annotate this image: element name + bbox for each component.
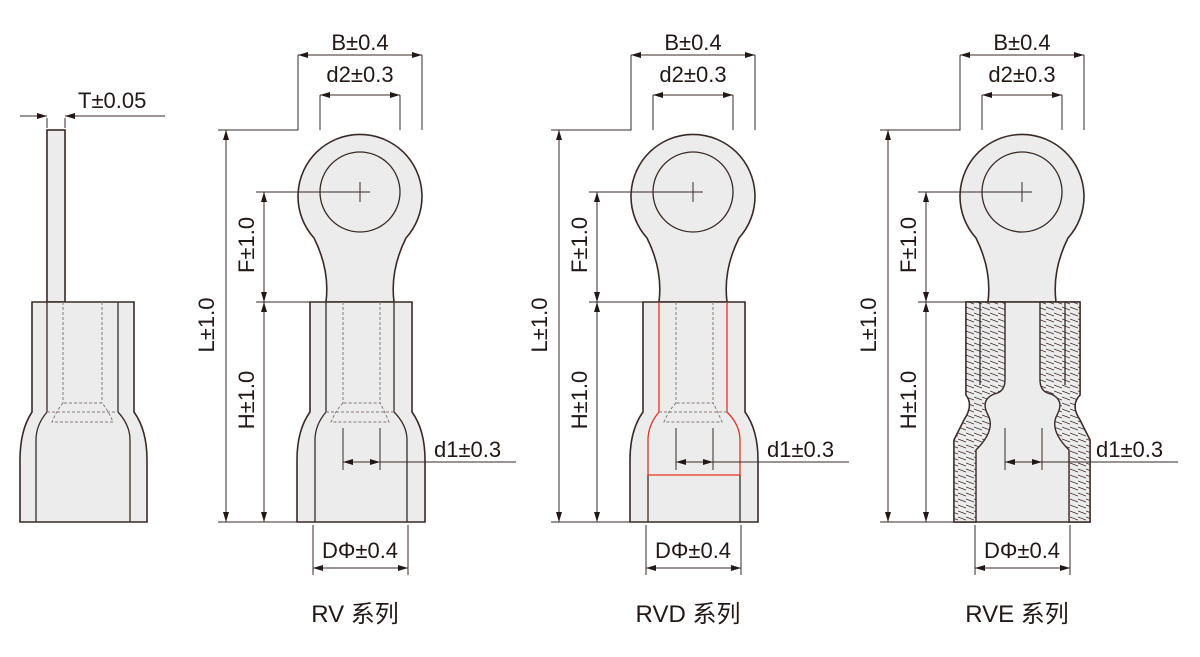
metal-sleeve xyxy=(647,302,741,476)
thickness-label: T±0.05 xyxy=(78,88,146,113)
series-caption: RV 系列 xyxy=(311,601,399,628)
dim-d1: d1±0.3 xyxy=(767,437,834,462)
dim-f: F±1.0 xyxy=(567,217,592,273)
series-caption: RVD 系列 xyxy=(636,601,741,628)
dim-f: F±1.0 xyxy=(234,217,259,273)
dim-l: L±1.0 xyxy=(527,298,552,353)
side-view: T±0.05 xyxy=(19,88,165,523)
dim-b: B±0.4 xyxy=(993,30,1050,55)
series-caption: RVE 系列 xyxy=(965,601,1069,628)
dim-h: H±1.0 xyxy=(896,371,921,430)
dim-d: DΦ±0.4 xyxy=(655,538,731,563)
tongue-side xyxy=(46,129,66,303)
dim-f: F±1.0 xyxy=(896,217,921,273)
dim-h: H±1.0 xyxy=(234,371,259,430)
dim-d1: d1±0.3 xyxy=(1096,437,1163,462)
dim-l: L±1.0 xyxy=(856,298,881,353)
dim-d: DΦ±0.4 xyxy=(322,538,398,563)
dim-b: B±0.4 xyxy=(664,30,721,55)
dim-d2: d2±0.3 xyxy=(988,62,1055,87)
dim-d2: d2±0.3 xyxy=(659,62,726,87)
rve-terminal: B±0.4 d2±0.3 L±1.0 F±1.0 H±1.0 d1±0.3 DΦ… xyxy=(856,30,1178,628)
dim-d: DΦ±0.4 xyxy=(984,538,1060,563)
dim-h: H±1.0 xyxy=(567,371,592,430)
left-wall-hatch xyxy=(953,301,1006,523)
rv-terminal: B±0.4 d2±0.3 L±1.0 F±1.0 H±1.0 d1±0.3 DΦ… xyxy=(194,30,516,628)
dim-l: L±1.0 xyxy=(194,298,219,353)
right-wall-hatch xyxy=(1039,301,1091,523)
dim-b: B±0.4 xyxy=(331,30,388,55)
dim-d2: d2±0.3 xyxy=(326,62,393,87)
rvd-terminal: B±0.4 d2±0.3 L±1.0 F±1.0 H±1.0 d1±0.3 DΦ… xyxy=(527,30,849,628)
ring-tongue xyxy=(297,133,423,303)
dim-d1: d1±0.3 xyxy=(434,437,501,462)
